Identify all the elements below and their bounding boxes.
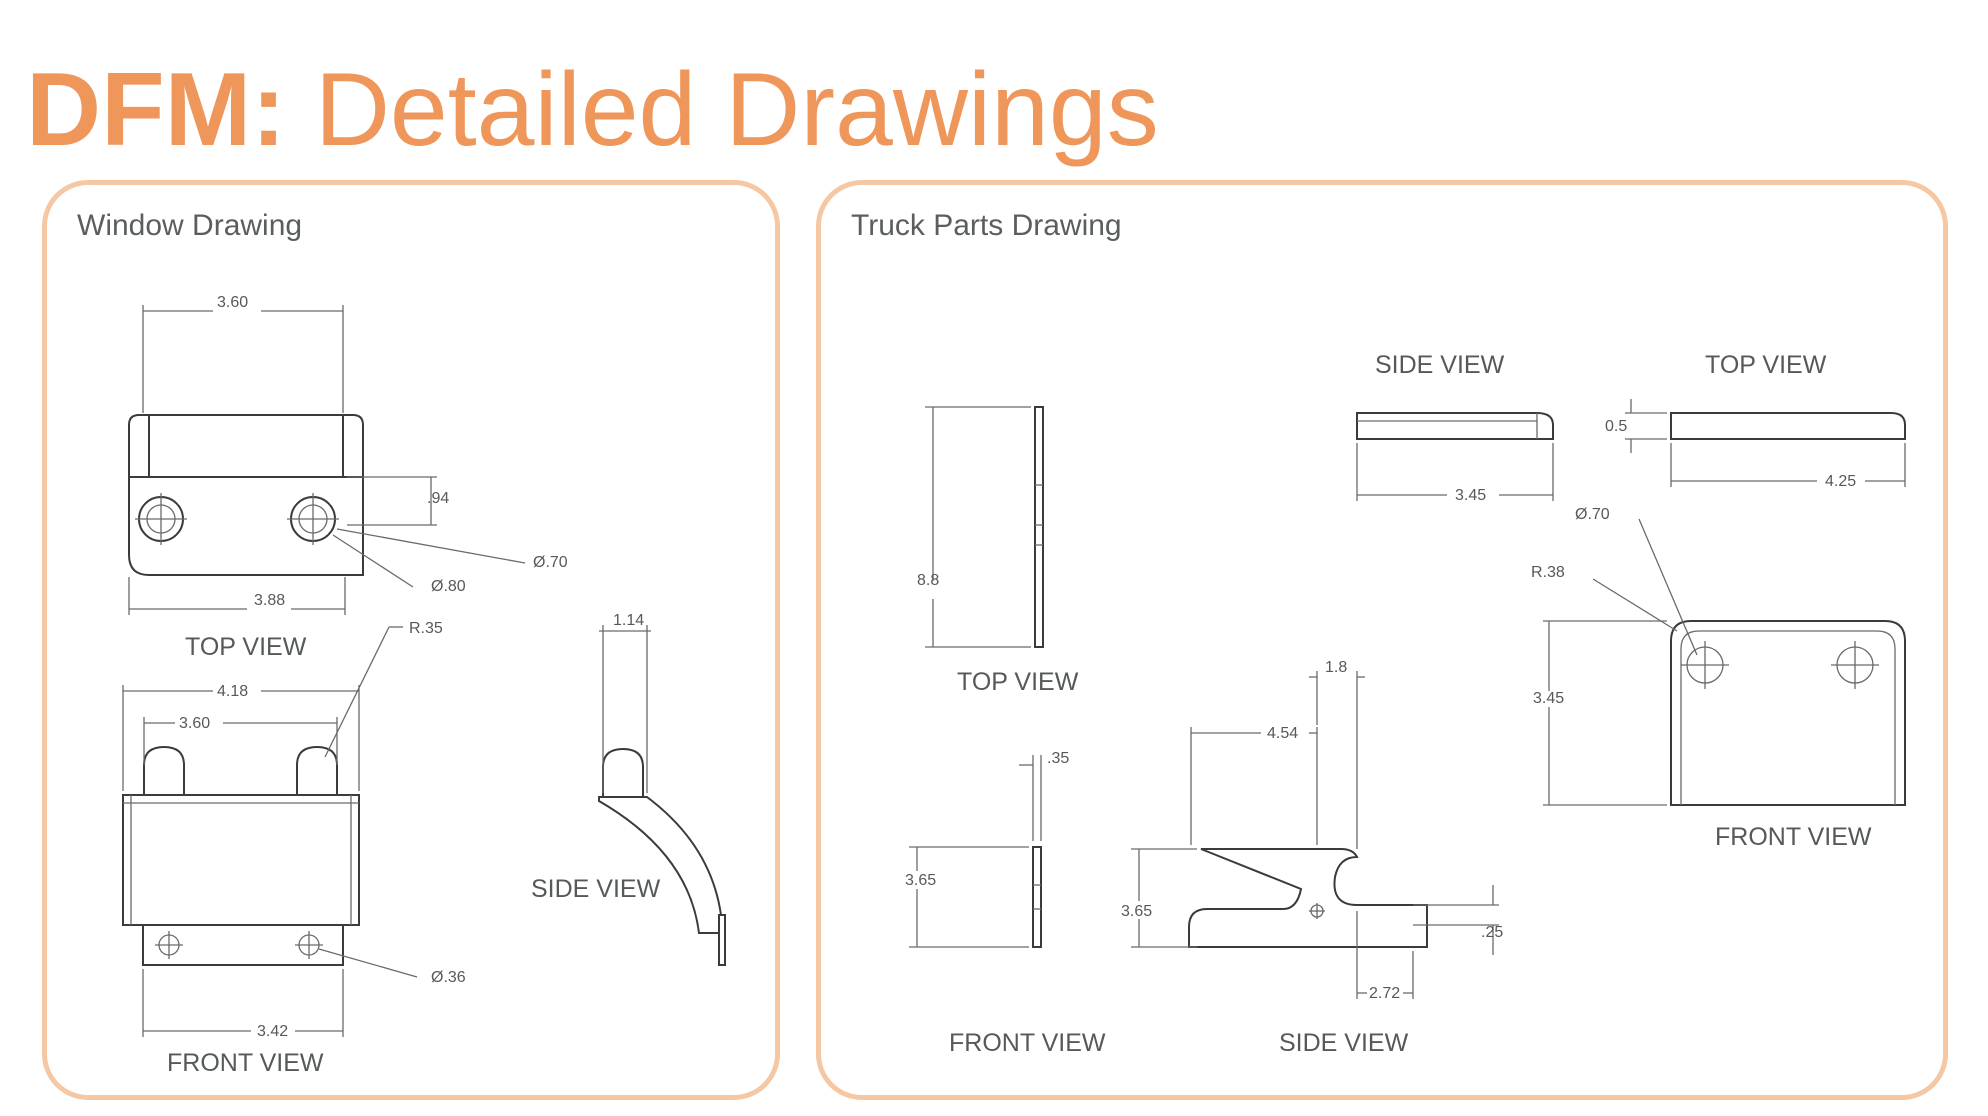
window-front-view-label: FRONT VIEW	[167, 1049, 324, 1077]
window-top-view-part	[128, 414, 364, 576]
dim-front-overall: 4.18	[217, 683, 248, 700]
dim-front-radius: R.35	[409, 620, 443, 637]
window-drawing-panel: Window Drawing 3.60 .94 Ø.70 Ø.8	[42, 180, 780, 1100]
dim-top-width: 3.60	[217, 294, 248, 311]
dim-truck-side-base: 2.72	[1369, 985, 1400, 1002]
dim-top-depth: .94	[427, 490, 449, 507]
window-side-view-part	[598, 747, 726, 966]
dim-truck-top-right-thick: 0.5	[1605, 418, 1627, 435]
dim-truck-top-height: 8.8	[917, 572, 939, 589]
dim-truck-front-right-hole: Ø.70	[1575, 506, 1610, 523]
dim-truck-side-tab: 1.8	[1325, 659, 1347, 676]
truck-side-view-top-label: SIDE VIEW	[1375, 351, 1505, 379]
truck-side-view-bottom-part	[1188, 848, 1428, 948]
page-title-text: Detailed Drawings	[314, 52, 1159, 168]
dim-truck-top-right-len: 4.25	[1825, 473, 1856, 490]
truck-front-view-left-label: FRONT VIEW	[949, 1029, 1106, 1057]
window-side-view-label: SIDE VIEW	[531, 875, 661, 903]
truck-front-view-left-part	[1032, 846, 1042, 948]
truck-side-view-bottom-label: SIDE VIEW	[1279, 1029, 1409, 1057]
truck-top-view-left-part	[1034, 406, 1044, 648]
dim-truck-front-height: 3.65	[905, 872, 936, 889]
window-drawing-svg: 3.60 .94 Ø.70 Ø.80 3.88 TOP VIEW	[122, 294, 726, 1077]
dim-truck-front-right-radius: R.38	[1531, 564, 1565, 581]
dim-top-base: 3.88	[254, 592, 285, 609]
window-top-view-label: TOP VIEW	[185, 633, 307, 661]
window-front-view-part	[122, 745, 360, 966]
window-drawing-title: Window Drawing	[77, 209, 303, 242]
dim-top-dia-large: Ø.70	[533, 554, 568, 571]
dim-top-dia-small: Ø.80	[431, 578, 466, 595]
truck-top-view-right-label: TOP VIEW	[1705, 351, 1827, 379]
dim-truck-side-width: 4.54	[1267, 725, 1298, 742]
dim-front-base: 3.42	[257, 1023, 288, 1040]
truck-drawing-title: Truck Parts Drawing	[851, 209, 1122, 242]
truck-top-view-left-label: TOP VIEW	[957, 668, 1079, 696]
dim-truck-side-height: 3.65	[1121, 903, 1152, 920]
page-title: DFM: Detailed Drawings	[26, 40, 1159, 180]
truck-top-view-right-part	[1670, 412, 1906, 440]
dim-truck-side-flange: .25	[1481, 924, 1503, 941]
truck-front-view-right-label: FRONT VIEW	[1715, 823, 1872, 851]
truck-drawing-svg: 8.8 TOP VIEW .35 3.65 FRONT VIEW 4.54	[905, 351, 1906, 1057]
dim-side-thick: 1.14	[613, 612, 644, 629]
dim-truck-front-thick: .35	[1047, 750, 1069, 767]
dim-truck-front-right-height: 3.45	[1533, 690, 1564, 707]
truck-front-view-right-part	[1670, 620, 1906, 806]
page-title-prefix: DFM:	[26, 52, 286, 168]
dim-front-hole: Ø.36	[431, 969, 466, 986]
dim-truck-side-top-len: 3.45	[1455, 487, 1486, 504]
dim-front-width: 3.60	[179, 715, 210, 732]
truck-side-view-top-part	[1356, 412, 1554, 440]
truck-drawing-panel: Truck Parts Drawing 8.8 TOP VIEW .35 3.6…	[816, 180, 1948, 1100]
